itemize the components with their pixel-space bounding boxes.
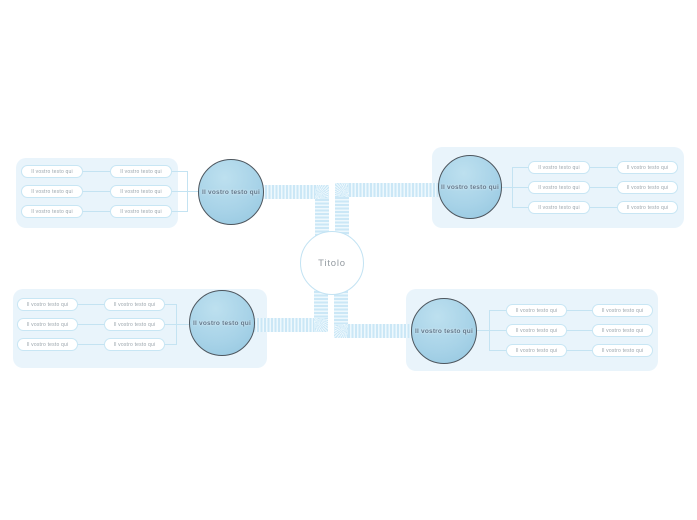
child-topic-pill[interactable]: Il vostro testo qui <box>110 165 172 178</box>
connector-line <box>165 324 190 325</box>
connector-line <box>172 191 199 192</box>
ribbon-bottom-left-corner <box>314 318 328 332</box>
child-topic-pill[interactable]: Il vostro testo qui <box>104 338 165 351</box>
branch-node-top-right[interactable]: Il vostro testo qui <box>438 155 502 219</box>
child-topic-pill[interactable]: Il vostro testo qui <box>592 324 653 337</box>
child-topic-pill[interactable]: Il vostro testo qui <box>592 344 653 357</box>
child-topic-pill[interactable]: Il vostro testo qui <box>104 318 165 331</box>
child-topic-pill[interactable]: Il vostro testo qui <box>528 181 590 194</box>
ribbon-top-right-horizontal <box>349 183 444 197</box>
connector-line <box>83 211 110 212</box>
connector-line <box>489 350 506 351</box>
child-topic-pill[interactable]: Il vostro testo qui <box>110 205 172 218</box>
child-topic-pill[interactable]: Il vostro testo qui <box>617 161 678 174</box>
connector-line <box>78 304 104 305</box>
ribbon-bottom-right-horizontal <box>348 324 418 338</box>
child-topic-pill[interactable]: Il vostro testo qui <box>528 201 590 214</box>
branch-node-top-left[interactable]: Il vostro testo qui <box>198 159 264 225</box>
child-topic-pill[interactable]: Il vostro testo qui <box>617 201 678 214</box>
connector-line <box>165 344 176 345</box>
child-topic-pill[interactable]: Il vostro testo qui <box>506 344 567 357</box>
connector-line <box>83 171 110 172</box>
connector-line <box>567 350 592 351</box>
ribbon-bottom-right-corner <box>334 324 348 338</box>
child-topic-pill[interactable]: Il vostro testo qui <box>617 181 678 194</box>
connector-line <box>567 310 592 311</box>
child-topic-pill[interactable]: Il vostro testo qui <box>17 318 78 331</box>
branch-node-bottom-right[interactable]: Il vostro testo qui <box>411 298 477 364</box>
child-topic-pill[interactable]: Il vostro testo qui <box>17 298 78 311</box>
connector-line <box>477 330 506 331</box>
child-topic-pill[interactable]: Il vostro testo qui <box>21 205 83 218</box>
connector-line <box>590 207 617 208</box>
connector-line <box>567 330 592 331</box>
connector-line <box>172 211 188 212</box>
ribbon-top-left-horizontal <box>258 185 315 199</box>
child-topic-pill[interactable]: Il vostro testo qui <box>528 161 590 174</box>
connector-line <box>489 310 506 311</box>
connector-line <box>78 344 104 345</box>
connector-line <box>83 191 110 192</box>
child-topic-pill[interactable]: Il vostro testo qui <box>592 304 653 317</box>
connector-line <box>489 310 490 351</box>
connector-line <box>590 167 617 168</box>
branch-node-bottom-left[interactable]: Il vostro testo qui <box>189 290 255 356</box>
central-topic-node[interactable]: Titolo <box>300 231 364 295</box>
child-topic-pill[interactable]: Il vostro testo qui <box>104 298 165 311</box>
connector-line <box>176 304 177 345</box>
connector-line <box>512 167 513 208</box>
child-topic-pill[interactable]: Il vostro testo qui <box>506 324 567 337</box>
connector-line <box>500 187 528 188</box>
connector-line <box>78 324 104 325</box>
ribbon-bottom-left-horizontal <box>250 318 314 332</box>
connector-line <box>512 167 528 168</box>
child-topic-pill[interactable]: Il vostro testo qui <box>506 304 567 317</box>
connector-line <box>590 187 617 188</box>
ribbon-top-left-corner <box>315 185 329 199</box>
child-topic-pill[interactable]: Il vostro testo qui <box>21 185 83 198</box>
connector-line <box>512 207 528 208</box>
child-topic-pill[interactable]: Il vostro testo qui <box>21 165 83 178</box>
connector-line <box>165 304 176 305</box>
connector-line <box>187 171 188 212</box>
connector-line <box>172 171 188 172</box>
child-topic-pill[interactable]: Il vostro testo qui <box>17 338 78 351</box>
ribbon-top-right-corner <box>335 183 349 197</box>
ribbon-top-right-vertical <box>335 197 349 242</box>
child-topic-pill[interactable]: Il vostro testo qui <box>110 185 172 198</box>
